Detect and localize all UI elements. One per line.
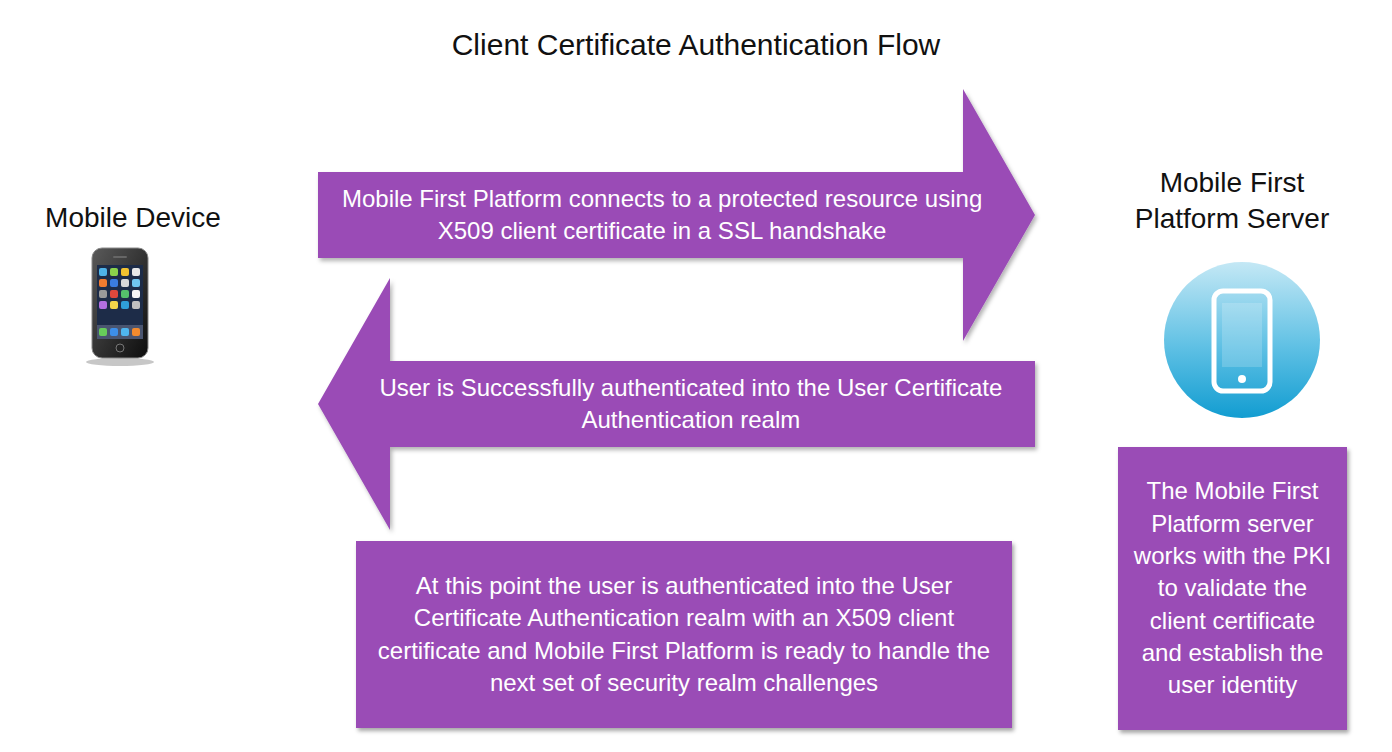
arrow-label: Mobile First Platform connects to a prot… xyxy=(318,183,1006,248)
node-text: Mobile First Platform Server xyxy=(1112,165,1352,238)
node-text: At this point the user is authenticated … xyxy=(366,570,1002,700)
flow-arrow xyxy=(318,89,1035,341)
server-icon-home-button xyxy=(1238,375,1246,383)
device-node: Mobile Device xyxy=(20,195,318,455)
phone-shadow xyxy=(86,358,154,366)
arrow-label: User is Successfully authenticated into … xyxy=(347,372,1035,437)
server-icon xyxy=(1164,262,1320,418)
process-box: The Mobile First Platform server works w… xyxy=(1118,447,1347,730)
process-box: At this point the user is authenticated … xyxy=(356,541,1012,728)
server-node: Mobile First Platform Server xyxy=(1035,160,1352,445)
flow-arrow xyxy=(318,278,1035,530)
phone-body xyxy=(92,248,148,358)
node-text: The Mobile First Platform server works w… xyxy=(1128,475,1337,702)
server-icon-circle xyxy=(1164,262,1320,418)
phone-illustration xyxy=(86,248,154,366)
phone-home-button xyxy=(116,344,124,352)
app-icons xyxy=(97,268,143,339)
phone-screen xyxy=(97,265,143,339)
node-text: Mobile Device xyxy=(20,200,246,236)
diagram-title: Client Certificate Authentication Flow xyxy=(0,27,1392,63)
server-icon-phone-screen xyxy=(1222,303,1262,367)
phone-speaker xyxy=(113,256,127,258)
server-icon-phone-outline xyxy=(1214,291,1270,391)
